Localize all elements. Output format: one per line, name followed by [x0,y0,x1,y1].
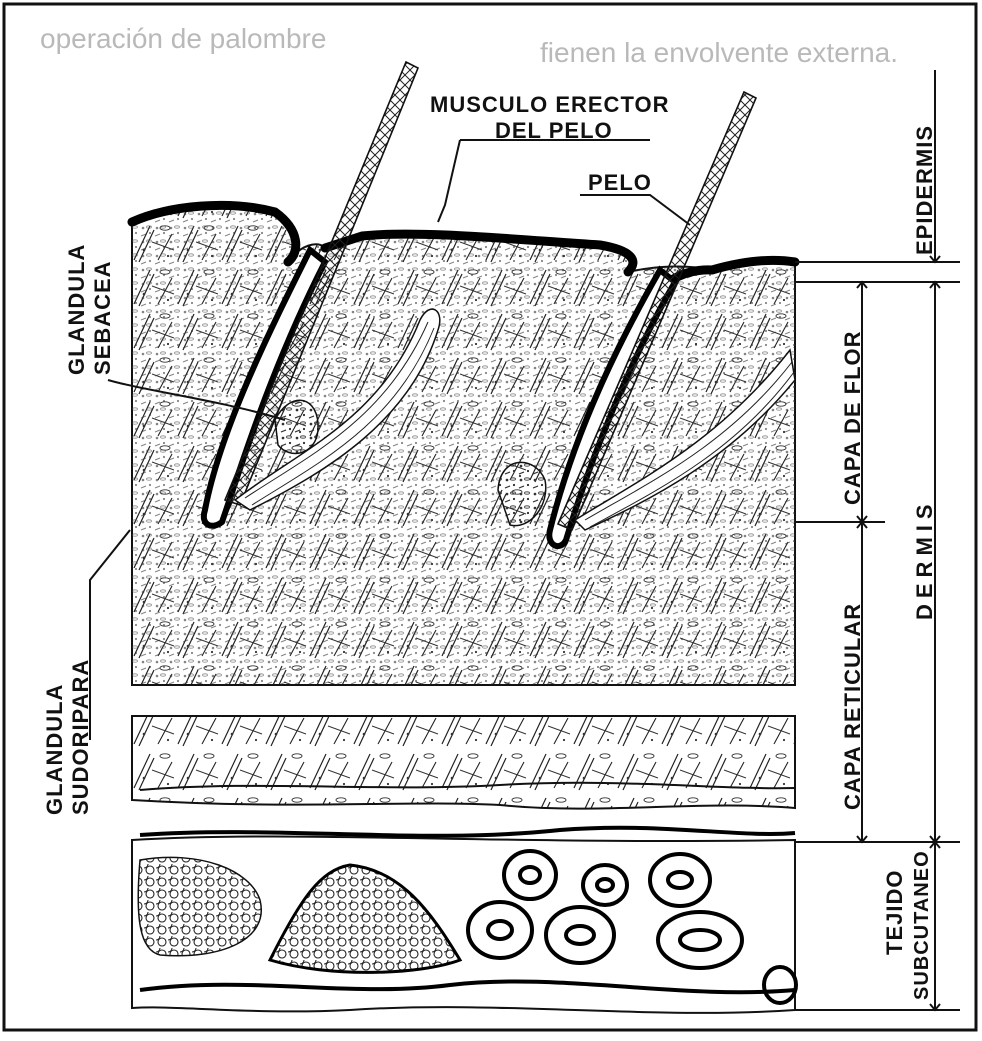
label-dermis: DERMIS [912,498,937,620]
dermis-lower-tissue [132,716,795,809]
label-glandula-sebacea-line1: GLANDULA [64,244,89,375]
label-subcutaneo: SUBCUTANEO [911,850,933,1000]
label-pelo: PELO [588,170,652,195]
label-glandula-sudoripara-line1: GLANDULA [42,684,67,815]
label-capa-reticular: CAPA RETICULAR [840,603,865,810]
background-text-1: operación de palombre [40,23,326,54]
label-tejido: TEJIDO [882,870,907,955]
vessel-7 [764,967,796,1003]
label-epidermis: EPIDERMIS [912,125,937,255]
background-text-2: fienen la envolvente externa. [540,37,898,68]
label-capa-de-flor: CAPA DE FLOR [840,330,865,505]
label-glandula-sebacea-line2: SEBACEA [90,260,115,375]
label-musculo-erector-line1: MUSCULO ERECTOR [430,92,670,117]
label-musculo-erector-line2: DEL PELO [495,118,613,143]
section-break [120,686,810,716]
label-glandula-sudoripara-line2: SUDORIPARA [68,659,93,815]
